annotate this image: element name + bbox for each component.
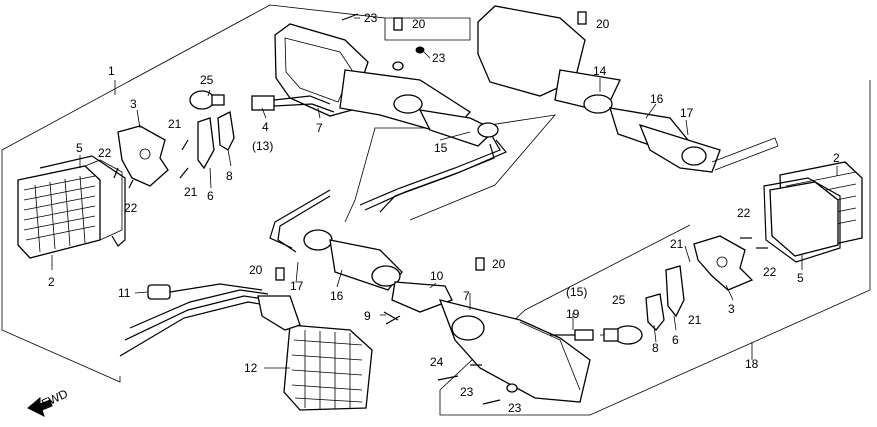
callout-14: 14 [593, 64, 607, 78]
callout-8-left: 8 [226, 169, 233, 183]
right-terminal [645, 293, 665, 331]
lower-wire-harness [119, 283, 273, 357]
left-bulb [189, 90, 225, 110]
callout-2-right: 2 [833, 151, 840, 165]
left-socket-plate [117, 125, 169, 187]
left-lens [17, 159, 123, 259]
callout-18: 18 [745, 357, 759, 371]
callout-4-alt: (13) [252, 139, 273, 153]
callout-22-d: 22 [763, 265, 777, 279]
right-lens [769, 161, 863, 257]
left-terminal [217, 111, 235, 151]
callout-17-upper: 17 [680, 106, 694, 120]
callout-22-a: 22 [98, 146, 112, 160]
lower-left-stalk [269, 189, 403, 291]
leader-lines [51, 17, 838, 369]
fwd-label: FWD [39, 386, 70, 410]
callout-20-a: 20 [412, 17, 426, 31]
callout-numbers: 1 2 2 3 3 4 (13) 5 5 6 6 7 7 8 8 9 10 11… [48, 11, 840, 415]
left-clip [197, 117, 215, 170]
callout-7-upper: 7 [316, 121, 323, 135]
callout-23-c: 23 [460, 385, 474, 399]
callout-20-d: 20 [492, 257, 506, 271]
callout-5-left: 5 [76, 141, 83, 155]
front-left-group-frame [269, 4, 471, 41]
callout-21-a: 21 [168, 117, 182, 131]
callout-2-left: 2 [48, 275, 55, 289]
callout-6-right: 6 [672, 333, 679, 347]
right-gasket [763, 177, 841, 263]
callout-16-lower: 16 [330, 289, 344, 303]
callout-24: 24 [430, 355, 444, 369]
right-assembly-frame [439, 80, 871, 416]
callout-3-right: 3 [728, 302, 735, 316]
callout-23-d: 23 [508, 401, 522, 415]
callout-17-lower: 17 [290, 279, 304, 293]
callout-21-d: 21 [688, 313, 702, 327]
small-bolts [275, 11, 768, 405]
center-bracket [391, 281, 453, 313]
right-clip [665, 265, 685, 318]
callout-20-c: 20 [249, 263, 263, 277]
callout-12: 12 [244, 361, 258, 375]
callout-25-right: 25 [612, 293, 626, 307]
callout-8-right: 8 [652, 341, 659, 355]
callout-9: 9 [364, 309, 371, 323]
left-screws [113, 139, 189, 189]
right-socket-plate [693, 235, 754, 291]
center-bolt [383, 311, 401, 325]
lower-left-lens [257, 295, 373, 411]
left-socket-wire [251, 95, 335, 113]
callout-15-alt: (15) [566, 285, 587, 299]
callout-22-b: 22 [124, 201, 138, 215]
callout-10: 10 [430, 269, 444, 283]
callout-16-upper: 16 [650, 92, 664, 106]
lower-right-socket [550, 329, 594, 341]
left-gasket [39, 155, 126, 247]
forward-direction-arrow: FWD [27, 386, 70, 417]
left-stalk [359, 109, 507, 213]
callout-4: 4 [262, 120, 269, 134]
callout-3-left: 3 [130, 97, 137, 111]
callout-21-c: 21 [670, 237, 684, 251]
callout-7-lower: 7 [463, 289, 470, 303]
left-assembly-frame [1, 4, 271, 383]
callout-15: 15 [434, 141, 448, 155]
callout-21-b: 21 [184, 185, 198, 199]
callout-6-left: 6 [207, 189, 214, 203]
callout-1: 1 [108, 64, 115, 78]
callout-25-left: 25 [200, 73, 214, 87]
callout-23-b: 23 [432, 51, 446, 65]
callout-11: 11 [118, 286, 131, 300]
callout-20-b: 20 [596, 17, 610, 31]
lower-right-bulb [603, 325, 643, 345]
callout-22-c: 22 [737, 206, 751, 220]
upper-right-housing [477, 5, 779, 173]
callout-19: 19 [566, 307, 580, 321]
callout-5-right: 5 [797, 271, 804, 285]
callout-23-a: 23 [364, 11, 378, 25]
lower-right-housing [438, 299, 591, 403]
